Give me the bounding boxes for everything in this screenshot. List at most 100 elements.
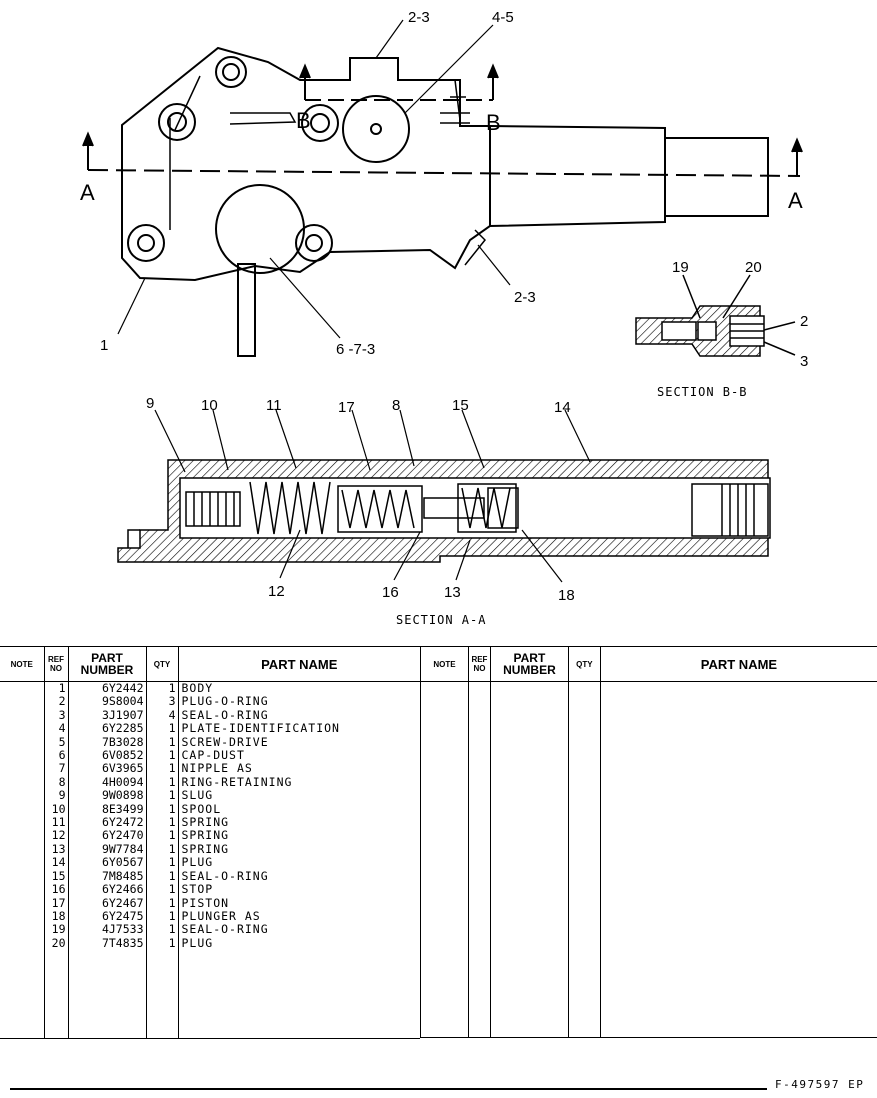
ref-no-cell: 1 <box>43 681 68 696</box>
section-aa-caption: SECTION A-A <box>396 613 486 627</box>
part-number-cell: 4H0094 <box>67 775 146 790</box>
part-name-cell: SEAL-O-RING <box>177 869 420 884</box>
callout-14: 14 <box>554 399 571 416</box>
qty-cell: 1 <box>145 815 178 830</box>
qty-cell: 1 <box>145 936 178 951</box>
ref-no-cell: 2 <box>43 694 68 709</box>
callout-20: 20 <box>745 259 762 276</box>
ref-no-cell: 4 <box>43 721 68 736</box>
qty-cell: 1 <box>145 788 178 803</box>
callout-13: 13 <box>444 584 461 601</box>
part-number-cell: 9S8004 <box>67 694 146 709</box>
ref-no-cell: 12 <box>43 829 68 843</box>
callout-2: 2 <box>800 313 808 330</box>
qty-cell: 1 <box>145 909 178 924</box>
part-name-cell: CAP-DUST <box>177 748 420 763</box>
part-name-cell: RING-RETAINING <box>177 775 420 790</box>
part-name-cell: SLUG <box>177 788 420 803</box>
note-cell <box>0 856 44 869</box>
part-name-cell: PLUNGER AS <box>177 909 420 924</box>
part-number-cell: 7B3028 <box>67 735 146 750</box>
qty-cell: 1 <box>145 829 178 843</box>
section-a-left-label: A <box>80 180 95 205</box>
note-cell <box>0 843 44 856</box>
part-name-cell: BODY <box>177 681 420 696</box>
part-name-cell: SEAL-O-RING <box>177 922 420 937</box>
part-number-cell: 6Y2472 <box>67 815 146 830</box>
qty-cell: 1 <box>145 802 178 817</box>
callout-18: 18 <box>558 587 575 604</box>
qty-cell: 1 <box>145 855 178 870</box>
ref-no-cell: 8 <box>43 775 68 790</box>
empty-rows <box>420 681 877 1038</box>
callout-9: 9 <box>146 395 154 412</box>
ref-no-cell: 16 <box>43 882 68 897</box>
qty-cell: 1 <box>145 869 178 884</box>
ref-no-cell: 9 <box>43 788 68 803</box>
ref-no-cell: 18 <box>43 909 68 924</box>
section-b-left-label: B <box>296 108 311 133</box>
callout-15: 15 <box>452 397 469 414</box>
note-cell <box>0 682 44 696</box>
ref-no-cell: 20 <box>43 936 68 951</box>
callout-8: 8 <box>392 397 400 414</box>
callout-2-3-top: 2-3 <box>408 9 430 26</box>
part-name-cell: SCREW-DRIVE <box>177 735 420 750</box>
callout-1: 1 <box>100 337 108 354</box>
qty-cell: 1 <box>145 762 178 776</box>
qty-cell: 1 <box>145 681 178 696</box>
note-cell <box>0 789 44 802</box>
part-name-cell: PLATE-IDENTIFICATION <box>177 721 420 736</box>
note-cell <box>0 776 44 789</box>
note-cell <box>0 695 44 708</box>
part-number-cell: 6V3965 <box>67 762 146 776</box>
qty-cell: 1 <box>145 922 178 937</box>
note-cell <box>0 722 44 735</box>
callout-6-7-3: 6 -7-3 <box>336 341 375 358</box>
parts-rows-right-empty <box>420 681 877 1038</box>
note-cell <box>0 736 44 749</box>
qty-cell: 4 <box>145 708 178 723</box>
callout-4-5: 4-5 <box>492 9 514 26</box>
callout-3: 3 <box>800 353 808 370</box>
section-b-right-label: B <box>486 110 501 135</box>
section-bb-caption: SECTION B-B <box>657 385 747 399</box>
part-number-cell: 8E3499 <box>67 802 146 817</box>
section-bb-view <box>635 274 796 357</box>
qty-cell: 1 <box>145 735 178 750</box>
part-number-cell: 6Y2470 <box>67 829 146 843</box>
callout-12: 12 <box>268 583 285 600</box>
empty-rows <box>0 950 420 1039</box>
part-name-cell: SPRING <box>177 815 420 830</box>
note-cell <box>0 829 44 842</box>
note-header-right: NOTE <box>420 646 469 682</box>
part-number-cell: 6Y0567 <box>67 855 146 870</box>
qty-cell: 1 <box>145 748 178 763</box>
part-name-header-right: PART NAME <box>599 646 877 682</box>
part-number-cell: 6Y2475 <box>67 909 146 924</box>
qty-cell: 3 <box>145 694 178 709</box>
ref-no-cell: 15 <box>43 869 68 884</box>
part-name-cell: STOP <box>177 882 420 897</box>
qty-cell: 1 <box>145 882 178 897</box>
part-number-cell: 6Y2442 <box>67 681 146 696</box>
callout-10: 10 <box>201 397 218 414</box>
